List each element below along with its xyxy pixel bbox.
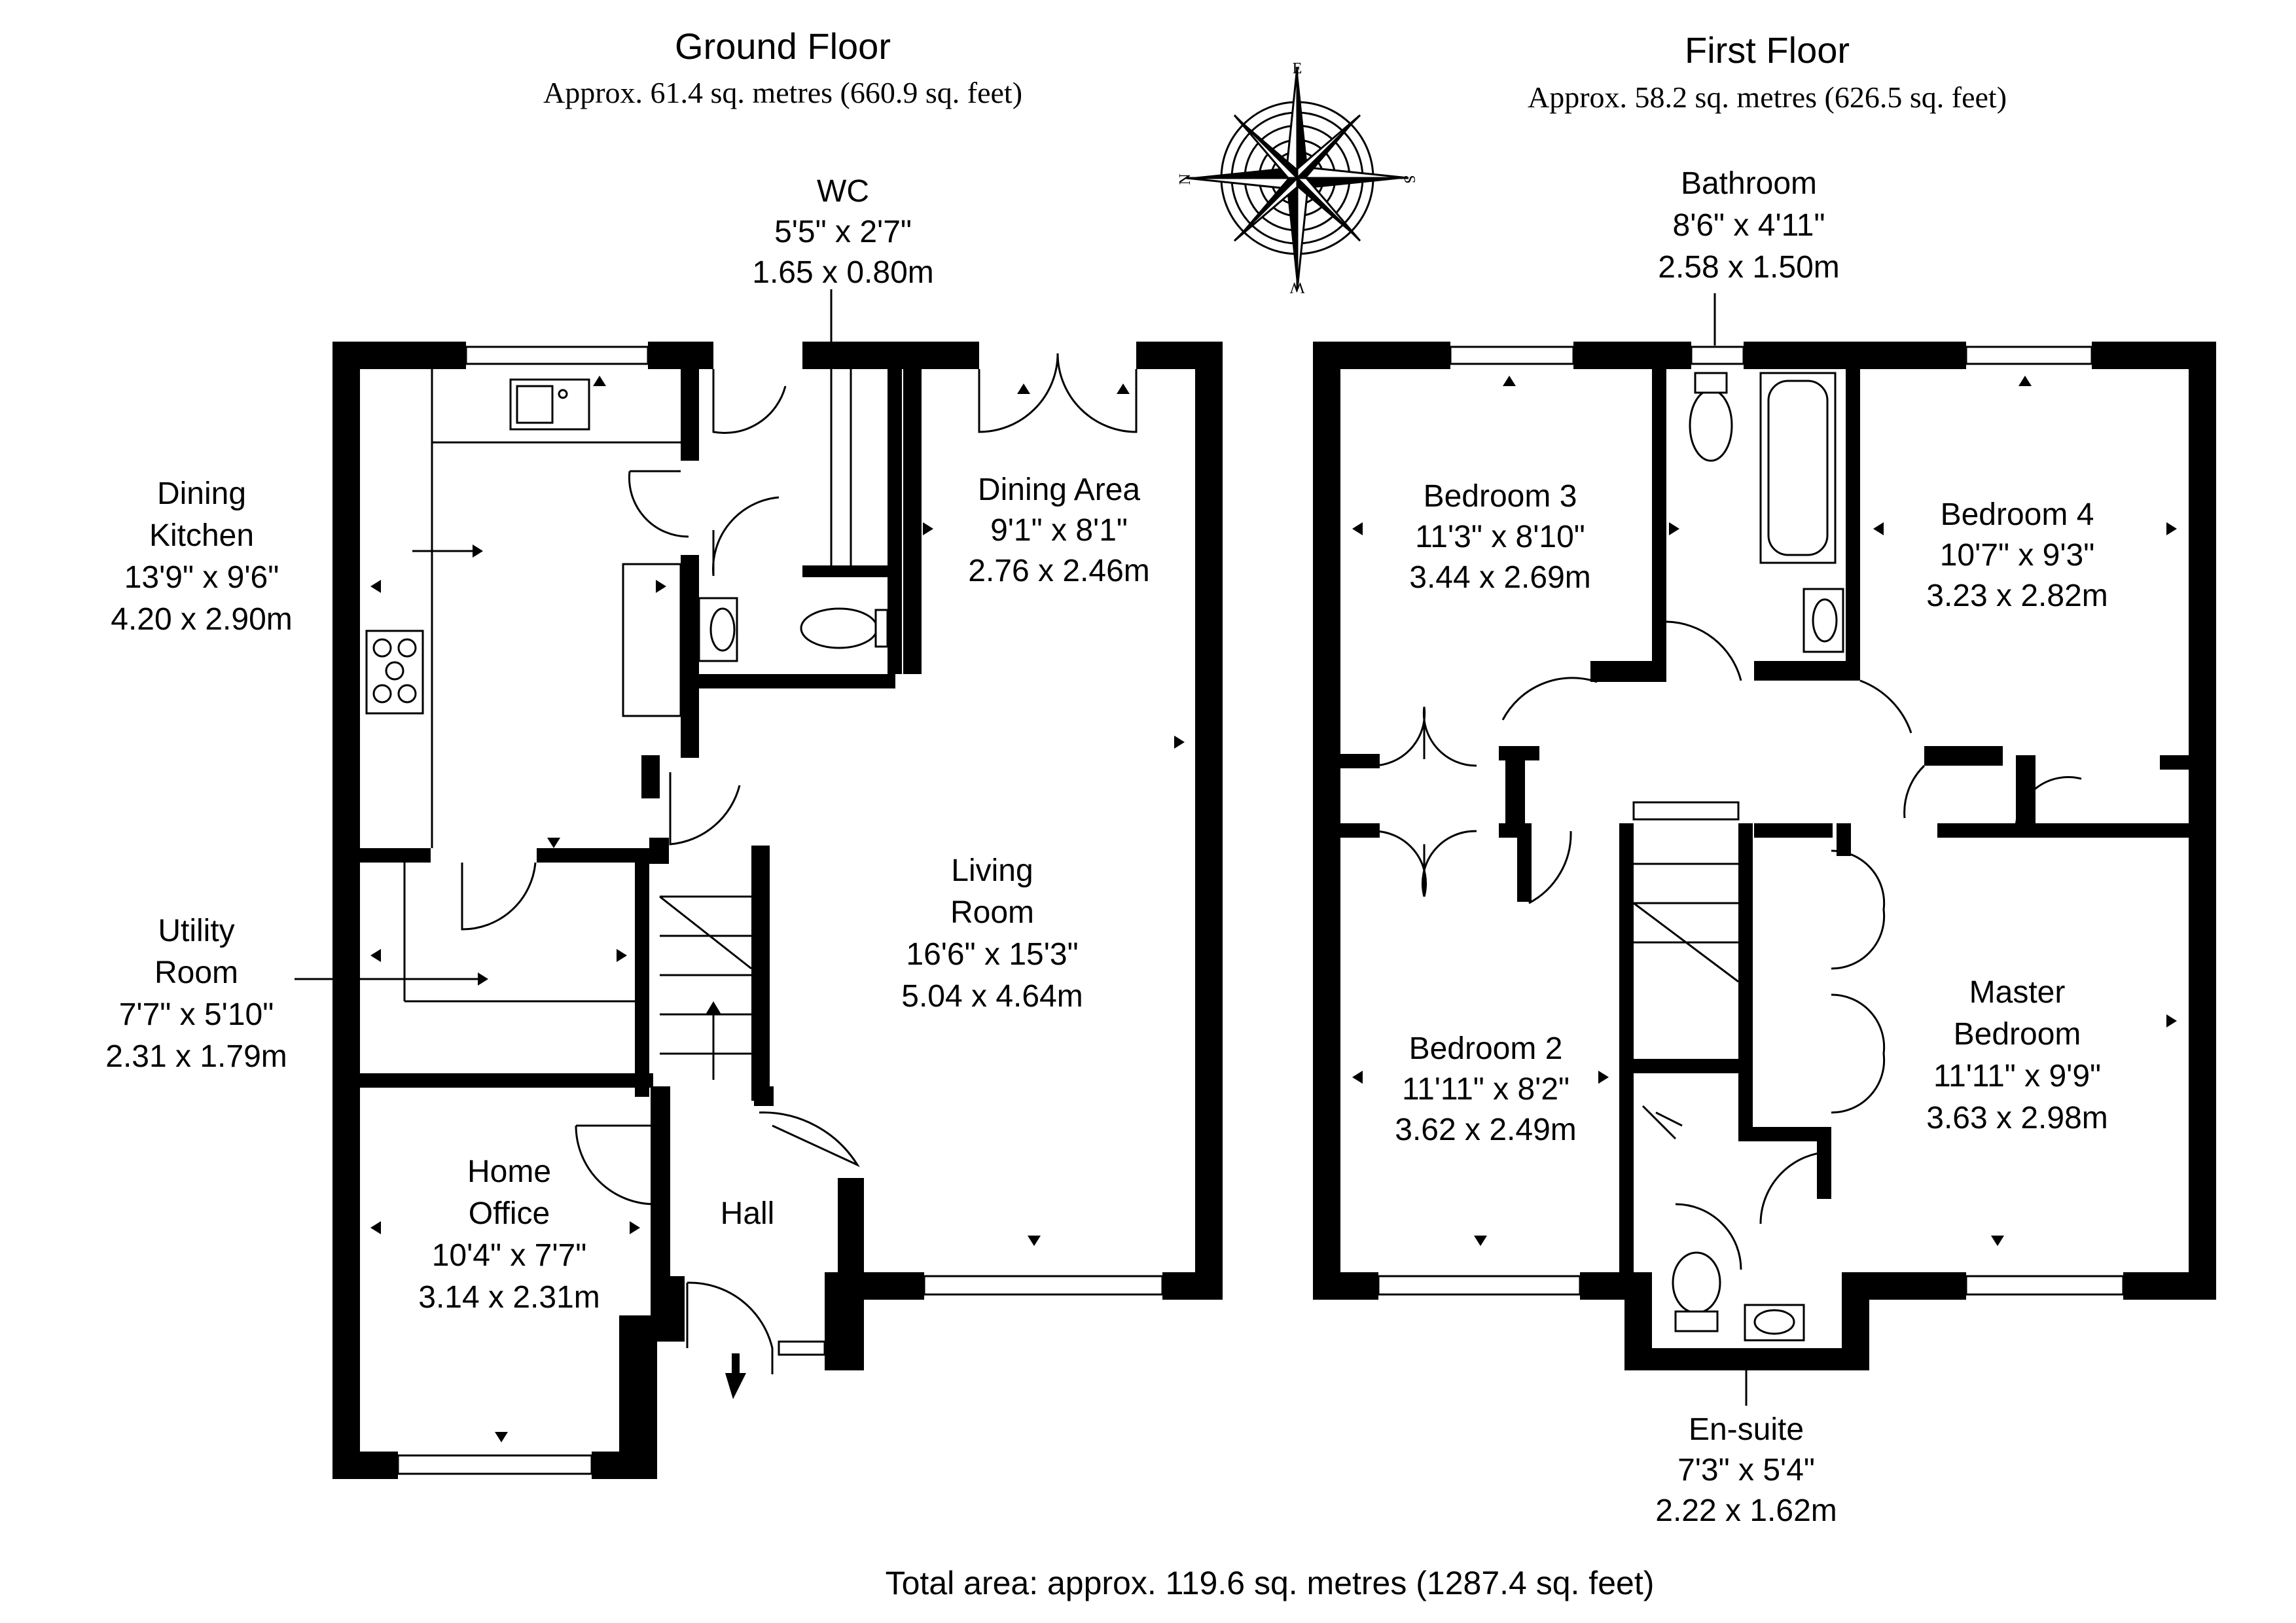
bedroom3-name: Bedroom 3 (1424, 479, 1577, 514)
home-office-metric: 3.14 x 2.31m (418, 1280, 600, 1315)
wc-name: WC (817, 174, 869, 209)
bedroom4-metric: 3.23 x 2.82m (1926, 579, 2108, 613)
ensuite-metric: 2.22 x 1.62m (1655, 1493, 1837, 1528)
wc-toilet-icon (800, 607, 878, 649)
utility-room-imperial: 7'7" x 5'10" (119, 997, 274, 1032)
living-room-metric: 5.04 x 4.64m (901, 979, 1083, 1014)
first-floor-windows (1377, 346, 2125, 1296)
first-floor-area: Approx. 58.2 sq. metres (626.5 sq. feet) (1528, 80, 2007, 114)
ground-floor-title: Ground Floor (675, 26, 891, 67)
total-area: Total area: approx. 119.6 sq. metres (12… (886, 1565, 1655, 1601)
compass-letter-right: S (1401, 175, 1418, 183)
hall-name: Hall (721, 1196, 775, 1231)
wc-fittings (698, 289, 889, 662)
compass-letter-left: N (1177, 173, 1194, 185)
master-bedroom-name-2: Bedroom (1954, 1017, 2081, 1052)
utility-fittings (403, 863, 635, 1003)
first-floor-title: First Floor (1685, 29, 1850, 71)
bedroom2-imperial: 11'11" x 8'2" (1402, 1072, 1570, 1107)
bedroom2-name: Bedroom 2 (1409, 1031, 1563, 1066)
dining-area-metric: 2.76 x 2.46m (968, 554, 1150, 588)
utility-room-name-2: Room (154, 955, 238, 990)
ensuite-toilet-icon (1672, 1251, 1721, 1314)
compass-letter-bottom: W (1289, 279, 1304, 296)
utility-room-name-1: Utility (158, 914, 234, 948)
compass-letter-top: E (1293, 60, 1302, 77)
ground-floor-walls (332, 342, 1223, 1479)
kitchen-appliance (622, 563, 682, 717)
ground-floor-doors (461, 369, 860, 1374)
dining-area-french-doors (978, 353, 1138, 433)
bedroom4-name: Bedroom 4 (1941, 497, 2094, 532)
bedroom3-metric: 3.44 x 2.69m (1409, 560, 1591, 595)
ensuite-name: En-suite (1689, 1412, 1804, 1447)
bedroom3-imperial: 11'3" x 8'10" (1415, 520, 1585, 554)
kitchen-fittings (365, 369, 682, 848)
ground-floor-area: Approx. 61.4 sq. metres (660.9 sq. feet) (543, 76, 1022, 109)
entrance-arrow-icon (725, 1353, 746, 1399)
master-bedroom-name-1: Master (1969, 975, 2066, 1010)
bathroom-name: Bathroom (1681, 166, 1817, 201)
bathroom-toilet-icon (1689, 389, 1733, 462)
dining-kitchen-name-1: Dining (157, 476, 246, 511)
home-office-name-2: Office (469, 1196, 550, 1231)
bedroom4-imperial: 10'7" x 9'3" (1940, 538, 2095, 573)
compass-rose-icon (1185, 66, 1409, 290)
home-office-imperial: 10'4" x 7'7" (432, 1238, 587, 1273)
ground-floor-windows (397, 346, 1164, 1475)
dining-kitchen-imperial: 13'9" x 9'6" (124, 560, 279, 595)
first-floor-doors (1371, 620, 2082, 1270)
wc-metric: 1.65 x 0.80m (752, 255, 934, 290)
ensuite-imperial: 7'3" x 5'4" (1677, 1453, 1815, 1488)
bathroom-imperial: 8'6" x 4'11" (1673, 208, 1825, 243)
ensuite-fittings (1641, 1105, 1805, 1342)
dining-area-imperial: 9'1" x 8'1" (990, 513, 1128, 548)
master-bedroom-imperial: 11'11" x 9'9" (1933, 1059, 2101, 1094)
living-room-name-1: Living (951, 853, 1033, 888)
ground-floor-stairs (659, 895, 752, 1080)
dining-kitchen-metric: 4.20 x 2.90m (111, 602, 293, 637)
living-room-name-2: Room (950, 895, 1034, 930)
first-floor-walls (1313, 342, 2216, 1370)
wc-basin-icon (698, 597, 738, 662)
dimension-arrows (370, 376, 2177, 1442)
dining-kitchen-name-2: Kitchen (149, 518, 254, 553)
master-bedroom-metric: 3.63 x 2.98m (1926, 1101, 2108, 1135)
bathroom-fittings (1689, 372, 1844, 653)
home-office-name-1: Home (467, 1154, 551, 1189)
bathroom-metric: 2.58 x 1.50m (1658, 250, 1840, 285)
living-room-imperial: 16'6" x 15'3" (906, 937, 1078, 972)
utility-room-metric: 2.31 x 1.79m (105, 1039, 287, 1074)
wc-imperial: 5'5" x 2'7" (774, 215, 912, 249)
dining-area-name: Dining Area (978, 473, 1140, 507)
first-floor-stairs (1632, 801, 1740, 983)
bedroom2-metric: 3.62 x 2.49m (1395, 1113, 1577, 1147)
